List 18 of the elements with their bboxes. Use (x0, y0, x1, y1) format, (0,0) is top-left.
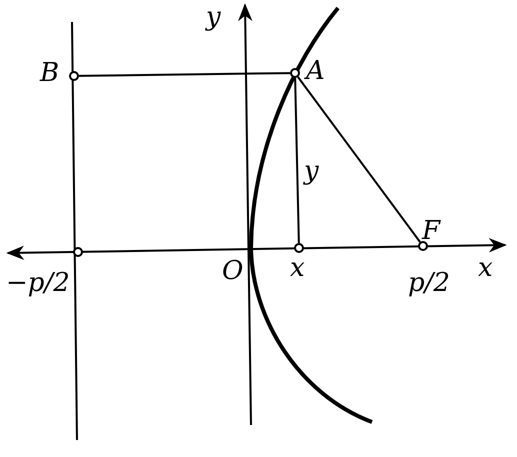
point-marker (290, 68, 300, 78)
math-label: B (40, 60, 60, 86)
line-segment (297, 76, 421, 243)
math-label: x (290, 255, 305, 281)
math-label: A (306, 58, 325, 84)
point-marker (418, 241, 428, 251)
math-label: x (478, 255, 493, 281)
line-segment (294, 78, 300, 244)
math-label: y (206, 4, 221, 30)
math-label: O (222, 258, 244, 284)
point-marker (73, 247, 83, 257)
math-label: −p/2 (6, 270, 70, 296)
point-marker (69, 71, 79, 81)
math-label: p/2 (408, 270, 450, 296)
point-marker (294, 243, 304, 253)
line-segment (78, 72, 290, 77)
math-label: y (304, 158, 319, 184)
math-label: F (422, 218, 440, 244)
